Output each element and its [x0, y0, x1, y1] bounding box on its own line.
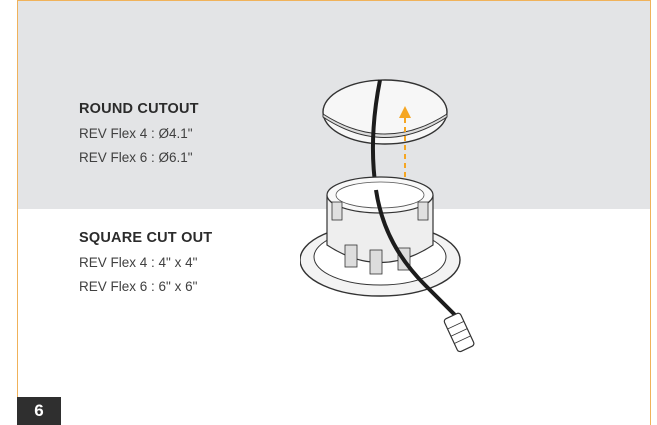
- cable-connector-icon: [443, 312, 475, 353]
- round-cutout-heading: ROUND CUTOUT: [79, 101, 199, 117]
- square-cutout-heading: SQUARE CUT OUT: [79, 230, 213, 246]
- cable-lower-icon: [374, 189, 457, 317]
- speaker-mount-illustration: [300, 79, 475, 353]
- round-cutout-flex4: REV Flex 4 : Ø4.1": [79, 126, 193, 141]
- square-cutout-flex4: REV Flex 4 : 4" x 4": [79, 255, 198, 270]
- speaker-cover-icon: [322, 79, 448, 145]
- round-cutout-flex6: REV Flex 6 : Ø6.1": [79, 150, 193, 165]
- square-cutout-flex6: REV Flex 6 : 6" x 6": [79, 279, 198, 294]
- page-number-badge: 6: [17, 397, 61, 425]
- mounting-ring-icon: [300, 176, 461, 297]
- square-cutout-spec: SQUARE CUT OUT REV Flex 4 : 4" x 4" REV …: [79, 230, 212, 294]
- page-frame: [17, 0, 651, 425]
- round-cutout-spec: ROUND CUTOUT REV Flex 4 : Ø4.1" REV Flex…: [79, 101, 199, 165]
